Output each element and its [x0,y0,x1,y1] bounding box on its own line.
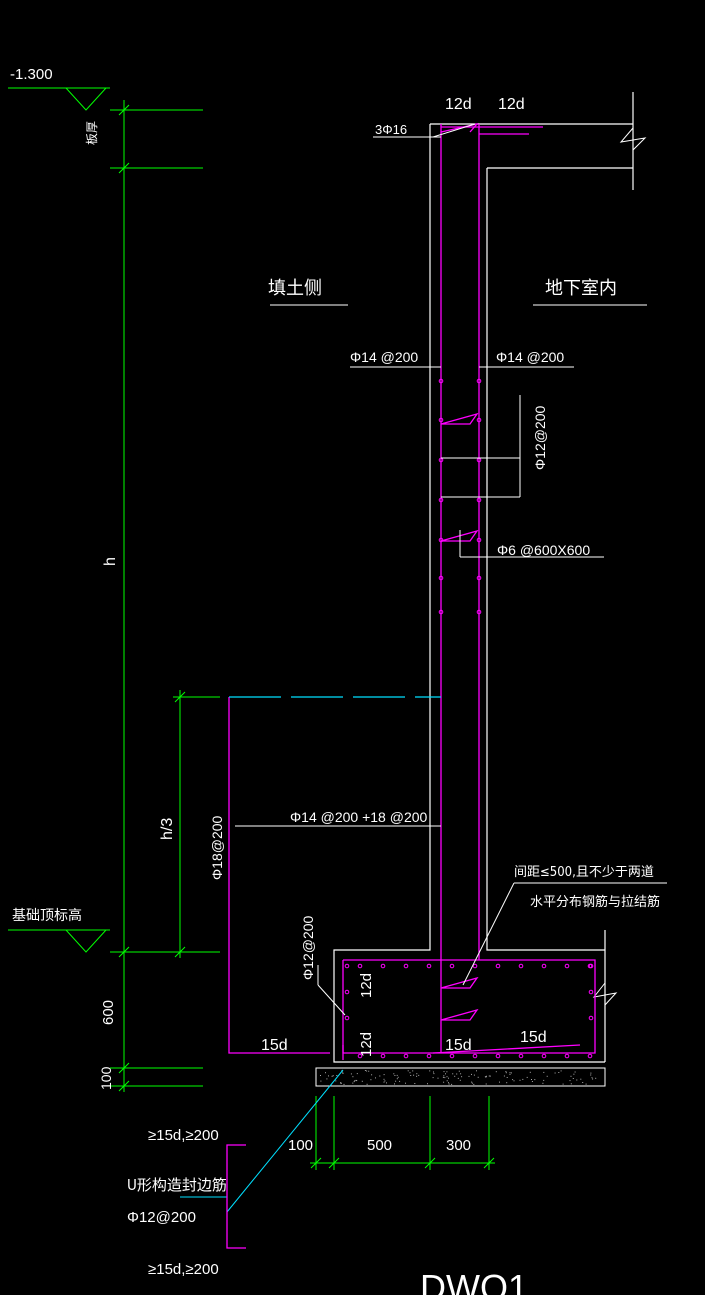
rebar-dot [541,963,547,969]
u-bar-leader [180,1069,344,1213]
lap-length-bottom: ≥15d,≥200 [148,1261,219,1278]
rebar-dot [438,537,444,543]
dim-12d-c: 12d [358,973,375,998]
rebar-dot [472,963,478,969]
top-bars-label: 3Φ16 [375,122,407,137]
rebar-dot [344,1015,350,1021]
rebar-dot [438,378,444,384]
rebar-dot [403,963,409,969]
rebar-dot [438,497,444,503]
rebar-dot [403,1053,409,1059]
note-line-1: 间距≤500,且不少于两道 [514,865,654,880]
rebar-dots [344,378,594,1059]
height-label: h [102,557,119,566]
rebar-dot [476,417,482,423]
rebar-dot [438,417,444,423]
rebar-dot [518,963,524,969]
rebar-dot [438,575,444,581]
third-height-label: h/3 [159,818,176,840]
rebar-dot [564,963,570,969]
rebar-dot [476,609,482,615]
rebar-dot [587,963,593,969]
rebar-dot [449,963,455,969]
rebar-dot [476,575,482,581]
rebar-dot [588,1015,594,1021]
base-elevation-label: 基础顶标高 [12,907,82,924]
dim-15d-b: 15d [445,1037,472,1054]
dim-12d-b: 12d [498,96,525,113]
footing-bars [342,959,596,1054]
dim-600: 600 [100,1000,117,1025]
u-bar-spec: Φ12@200 [127,1209,196,1226]
footing-rebar-label: Φ12@200 [300,915,316,980]
rebar-dot [518,1053,524,1059]
horizontal-rebar-label: Φ12@200 [532,405,548,470]
u-bar-symbol [226,1144,246,1249]
dim-100-vertical: 100 [98,1066,114,1090]
rebar-dot [344,963,350,969]
rebar-dot [541,1053,547,1059]
rebar-dot [344,989,350,995]
rebar-dot [564,1053,570,1059]
fill-side-label: 填土侧 [268,278,322,299]
rebar-right-label: Φ14 @200 [496,349,564,365]
rebar [228,122,596,1060]
basement-side-label: 地下室内 [545,278,617,299]
leader-lines [235,123,667,1016]
rebar-dot [438,609,444,615]
tie-label: Φ6 @600X600 [497,542,590,558]
rebar-dot [476,537,482,543]
rebar-dot [495,963,501,969]
dim-100: 100 [288,1137,313,1154]
rebar-left-label: Φ14 @200 [350,349,418,365]
dimension-lines [8,87,495,1170]
concrete-outline [333,92,647,1063]
rebar-dot [380,1053,386,1059]
added-rebar-label: Φ14 @200 +18 @200 [290,809,428,825]
dim-12d-d: 12d [358,1032,375,1057]
elevation-top: -1.300 [10,66,53,83]
added-bar [228,697,330,1054]
dim-500: 500 [367,1137,392,1154]
blinding-layer [315,1067,606,1087]
slab-thickness-label: 板厚 [85,121,99,145]
lap-length-top: ≥15d,≥200 [148,1127,219,1144]
dim-300: 300 [446,1137,471,1154]
rebar-dot [449,1053,455,1059]
rebar-dot [588,989,594,995]
rebar-dot [426,1053,432,1059]
rebar-dot [587,1053,593,1059]
rebar-dot [380,963,386,969]
dim-15d-a: 15d [261,1037,288,1054]
dim-12d-a: 12d [445,96,472,113]
annotations: -1.300 板厚 h h/3 基础顶标高 600 100 12d 12d 3Φ… [10,66,660,1295]
rebar-dot [426,963,432,969]
dim-15d-c: 15d [520,1029,547,1046]
drawing-title: DWQ1 [420,1267,528,1295]
rebar-dot [476,497,482,503]
rebar-dot [357,963,363,969]
rebar-dot [472,1053,478,1059]
rebar-dot [476,378,482,384]
rebar-dot [495,1053,501,1059]
note-line-2: 水平分布钢筋与拉结筋 [530,894,660,910]
added-rebar-vertical-label: Φ18@200 [209,815,225,880]
u-bar-label: U形构造封边筋 [127,1176,227,1194]
rebar-dot [357,1053,363,1059]
